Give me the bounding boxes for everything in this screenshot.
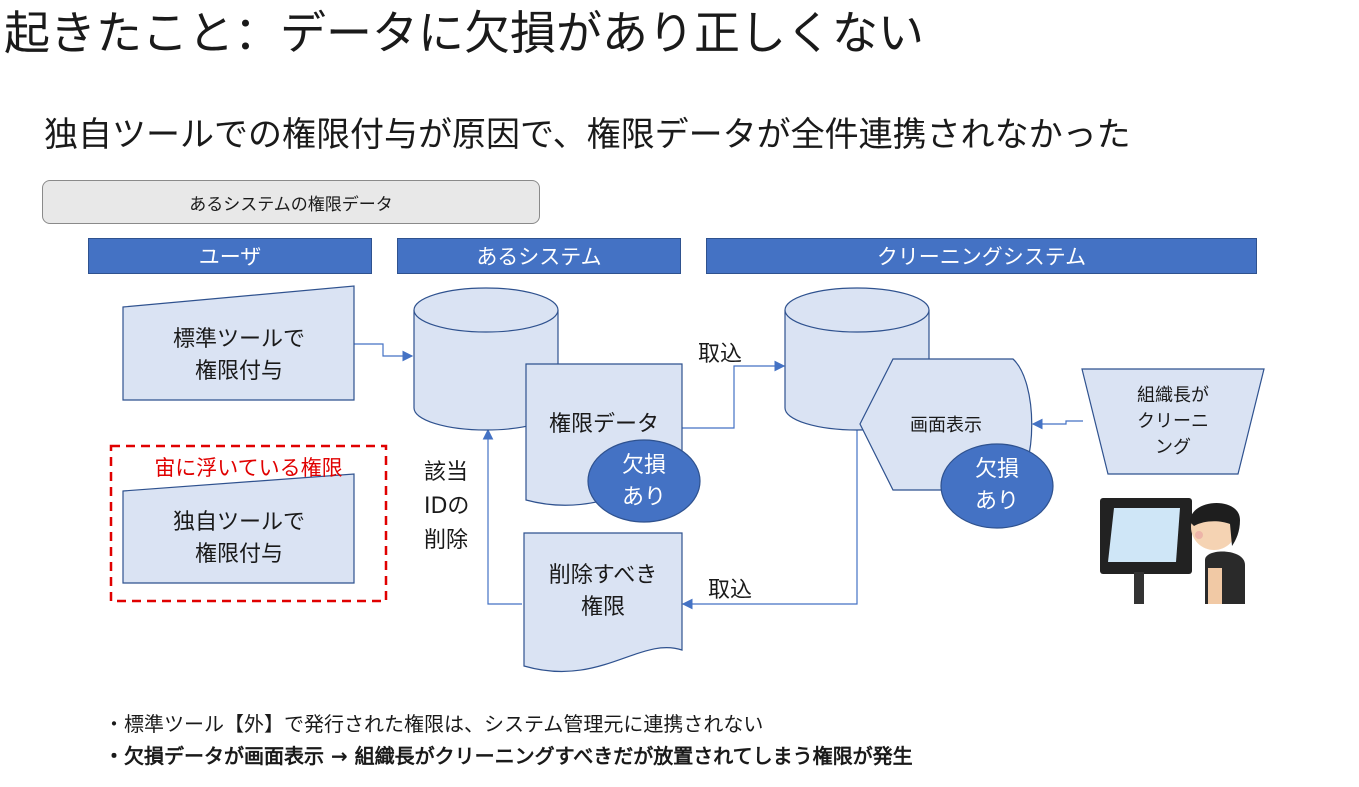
edge-cleaning-to-delete bbox=[681, 425, 858, 610]
custom-tool-label: 独自ツールで 権限付与 bbox=[172, 510, 305, 567]
manager-cleaning-shape bbox=[1081, 368, 1265, 475]
note-2: ・欠損データが画面表示 → 組織長がクリーニングすべきだが放置されてしまう権限が… bbox=[104, 744, 913, 768]
edge-label-delete-id: 該当 IDの 削除 bbox=[424, 460, 470, 553]
delete-target-label: 削除すべき 権限 bbox=[548, 563, 658, 620]
person-viewing-monitor-icon bbox=[1100, 498, 1245, 604]
permission-data-label: 権限データ bbox=[548, 412, 659, 437]
edge-data-to-cleaning-db bbox=[682, 360, 786, 429]
delete-target-shape bbox=[523, 532, 683, 672]
standard-tool-label: 標準ツールで 権限付与 bbox=[172, 327, 305, 384]
banner: あるシステムの権限データ bbox=[42, 180, 540, 224]
manager-cleaning-label: 組織長が クリーニ ング bbox=[1137, 385, 1209, 458]
slide-subtitle: 独自ツールでの権限付与が原因で、権限データが全件連携されなかった bbox=[44, 115, 1131, 155]
missing-badge-2: 欠損 あり bbox=[974, 457, 1019, 514]
custom-tool-shape bbox=[122, 473, 355, 584]
screen-display-label: 画面表示 bbox=[910, 415, 982, 436]
slide-title: 起きたこと：データに欠損があり正しくない bbox=[4, 6, 924, 60]
header-cleaning: クリーニングシステム bbox=[706, 238, 1257, 274]
notes: ・標準ツール【外】で発行された権限は、システム管理元に連携されない ・欠損データ… bbox=[104, 708, 913, 772]
standard-tool-shape bbox=[122, 285, 355, 401]
edge-standard-to-db bbox=[354, 343, 414, 362]
floating-permission-title: 宙に浮いている権限 bbox=[154, 456, 343, 480]
edge-label-import-bottom: 取込 bbox=[708, 578, 753, 603]
missing-badge-1-shape bbox=[587, 439, 701, 523]
note-1: ・標準ツール【外】で発行された権限は、システム管理元に連携されない bbox=[104, 712, 764, 736]
system-database bbox=[413, 287, 559, 431]
edge-delete-to-db bbox=[482, 428, 522, 605]
edge-label-import-top: 取込 bbox=[698, 342, 743, 367]
header-user: ユーザ bbox=[88, 238, 372, 274]
floating-permission-group bbox=[109, 444, 388, 603]
missing-badge-2-shape bbox=[940, 443, 1054, 529]
edge-manager-to-screen bbox=[1031, 418, 1083, 430]
missing-badge-1: 欠損 あり bbox=[621, 453, 666, 510]
header-system: あるシステム bbox=[397, 238, 681, 274]
